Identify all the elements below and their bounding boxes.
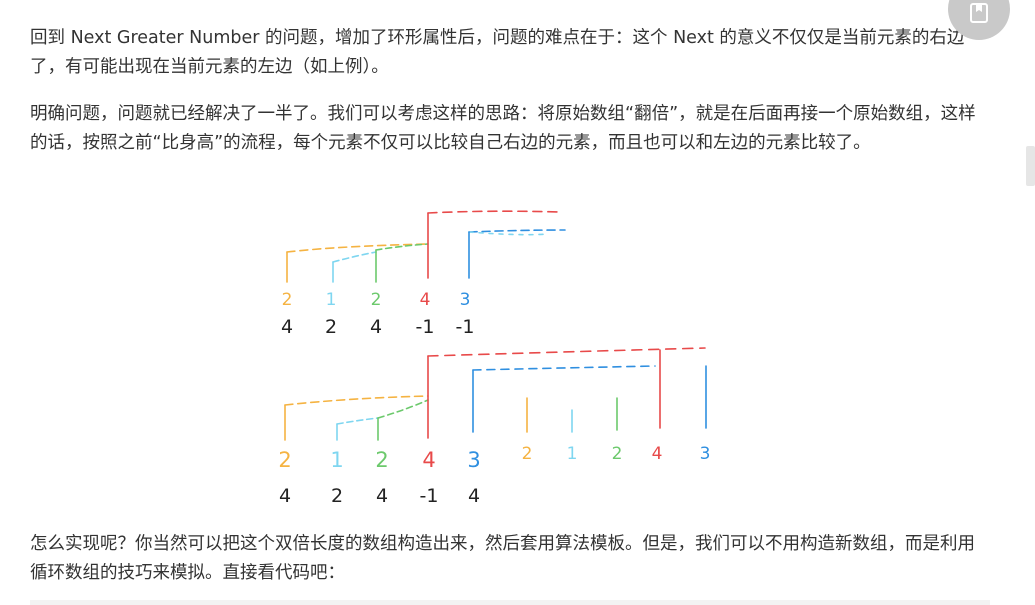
top-link-a xyxy=(286,243,429,253)
bottom-value-2: 2 xyxy=(375,448,388,472)
bottom-value-8: 4 xyxy=(652,444,663,464)
diagram-bottom-labels: 2 1 2 4 3 2 1 2 4 3 4 2 4 -1 4 xyxy=(278,444,710,507)
bottom-link-a xyxy=(284,395,429,406)
bottom-result-2: 4 xyxy=(376,485,388,507)
bottom-value-0: 2 xyxy=(278,448,291,472)
bookmark-icon xyxy=(970,3,988,23)
diagram-top xyxy=(286,210,566,283)
top-result-4: -1 xyxy=(456,316,475,338)
bottom-link-d xyxy=(427,347,706,357)
diagram-top-labels: 2 1 2 4 3 4 2 4 -1 -1 xyxy=(281,290,475,338)
top-result-1: 2 xyxy=(325,316,337,338)
top-link-c xyxy=(375,243,429,251)
top-link-f xyxy=(468,231,549,236)
bottom-value-3: 4 xyxy=(422,448,435,472)
bottom-value-9: 3 xyxy=(700,444,711,464)
top-value-0: 2 xyxy=(282,290,293,310)
top-value-3: 4 xyxy=(420,290,431,310)
top-link-d xyxy=(427,210,561,214)
top-link-e xyxy=(468,229,566,233)
bottom-result-0: 4 xyxy=(279,485,291,507)
bottom-link-c xyxy=(377,399,429,419)
top-result-3: -1 xyxy=(416,316,435,338)
paragraph-implementation: 怎么实现呢？你当然可以把这个双倍长度的数组构造出来，然后套用算法模板。但是，我们… xyxy=(30,534,975,583)
top-value-2: 2 xyxy=(371,290,382,310)
diagram-bottom xyxy=(284,347,707,441)
paragraph-double-array-idea: 明确问题，问题就已经解决了一半了。我们可以考虑这样的思路：将原始数组“翻倍”，就… xyxy=(30,104,976,153)
top-result-2: 4 xyxy=(370,316,382,338)
paragraph-circular-problem: 回到 Next Greater Number 的问题，增加了环形属性后，问题的难… xyxy=(30,28,965,77)
bottom-link-e xyxy=(472,365,656,371)
top-link-b xyxy=(332,251,377,263)
bottom-value-7: 2 xyxy=(612,444,623,464)
top-result-0: 4 xyxy=(281,316,293,338)
bottom-result-1: 2 xyxy=(331,485,343,507)
bottom-value-5: 2 xyxy=(522,444,533,464)
top-value-4: 3 xyxy=(460,290,471,310)
bottom-result-4: 4 xyxy=(468,485,480,507)
bottom-value-4: 3 xyxy=(467,448,480,472)
bottom-result-3: -1 xyxy=(420,485,439,507)
scrollbar-thumb[interactable] xyxy=(1026,146,1035,186)
top-value-1: 1 xyxy=(326,290,337,310)
code-block-edge xyxy=(30,600,990,605)
bottom-value-1: 1 xyxy=(330,448,343,472)
bottom-value-6: 1 xyxy=(567,444,578,464)
bottom-link-b xyxy=(336,417,379,425)
